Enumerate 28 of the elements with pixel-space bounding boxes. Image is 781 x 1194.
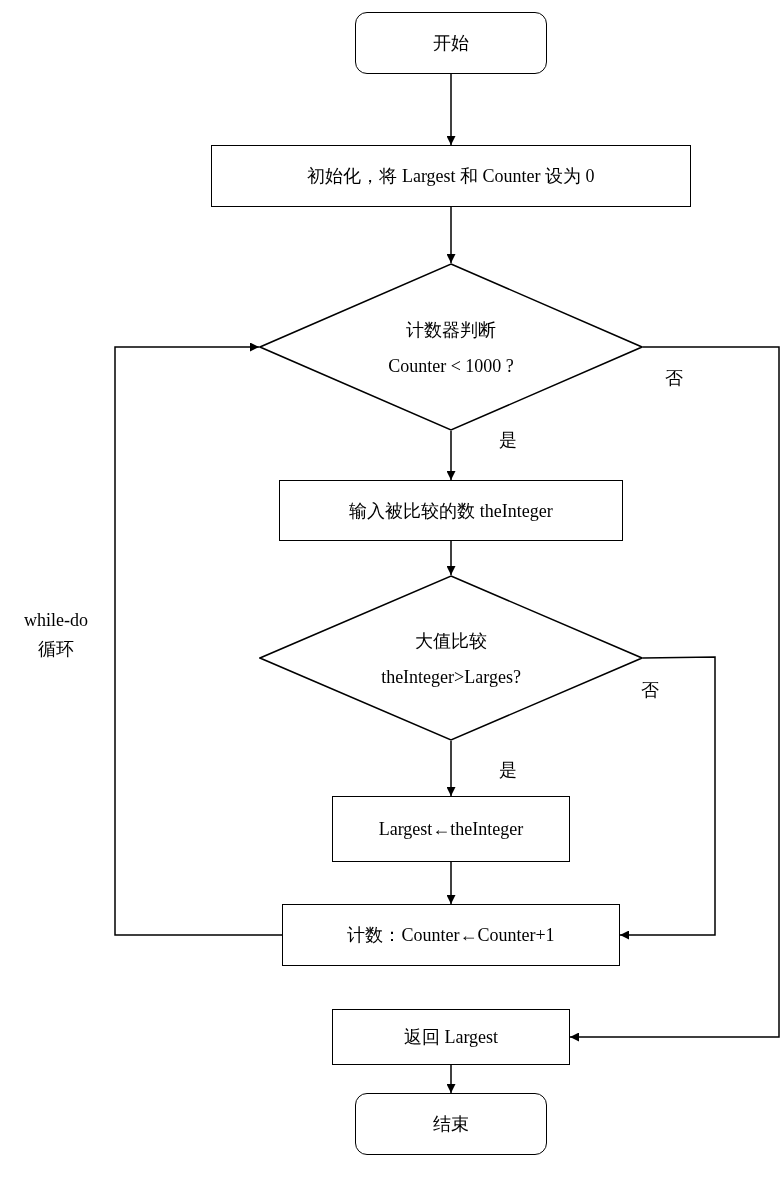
- arrow: [569, 346, 780, 1042]
- arrow: [619, 656, 716, 940]
- node-text: 初始化，将 Largest 和 Counter 设为 0: [307, 165, 595, 188]
- node-text: Counter < 1000 ?: [388, 355, 514, 377]
- terminal-box: [355, 1093, 547, 1155]
- node-text: theInteger>Larges?: [381, 666, 521, 688]
- arrow: [114, 342, 283, 936]
- arrow: [446, 430, 456, 481]
- process-box: [332, 796, 570, 862]
- node-text: 开始: [433, 32, 469, 55]
- arrow: [446, 73, 456, 146]
- node-text: 计数：Counter←Counter+1: [347, 924, 555, 947]
- node-text: Largest←theInteger: [378, 818, 524, 840]
- node-text: 结束: [433, 1113, 469, 1136]
- node-text: 返回 Largest: [403, 1026, 499, 1049]
- process-box: [211, 145, 691, 207]
- arrow: [446, 740, 456, 797]
- process-box: [282, 904, 620, 966]
- arrow: [446, 206, 456, 264]
- terminal-box: [355, 12, 547, 74]
- node-text: 输入被比较的数 theInteger: [349, 499, 553, 523]
- arrow: [446, 861, 456, 905]
- arrow: [446, 1064, 456, 1094]
- node-text: 计数器判断: [406, 318, 496, 342]
- process-box: [332, 1009, 570, 1065]
- node-text: 大值比较: [415, 629, 487, 653]
- process-box: [279, 480, 623, 541]
- arrow: [446, 540, 456, 576]
